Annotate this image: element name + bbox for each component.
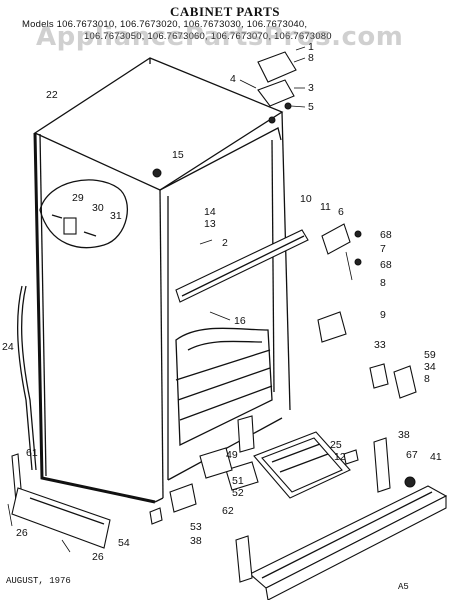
callout-6: 6 xyxy=(338,206,344,218)
callout-51: 51 xyxy=(232,475,244,487)
callout-68-a: 68 xyxy=(380,229,392,241)
callout-1: 1 xyxy=(308,41,314,53)
model-numbers-line-2: 106.7673050, 106.7673060, 106.7673070, 1… xyxy=(84,31,332,42)
callout-3: 3 xyxy=(308,82,314,94)
callout-38-b: 38 xyxy=(190,535,202,547)
callout-10: 10 xyxy=(300,193,312,205)
callout-68-b: 68 xyxy=(380,259,392,271)
callout-22: 22 xyxy=(46,89,58,101)
callout-labels: 1 8 4 3 5 22 15 29 30 31 14 13 10 11 6 6… xyxy=(2,41,442,563)
diagram-title: CABINET PARTS xyxy=(170,4,280,19)
callout-33: 33 xyxy=(374,339,386,351)
callout-15: 15 xyxy=(172,149,184,161)
model-numbers-line-1: Models 106.7673010, 106.7673020, 106.767… xyxy=(22,19,308,30)
cabinet-shell xyxy=(33,57,309,504)
callout-30: 30 xyxy=(92,202,104,214)
callout-13: 13 xyxy=(204,218,216,230)
callout-12: 12 xyxy=(334,451,346,463)
callout-41: 41 xyxy=(430,451,442,463)
callout-67: 67 xyxy=(406,449,418,461)
callout-62: 62 xyxy=(222,505,234,517)
callout-7: 7 xyxy=(380,243,386,255)
callout-11: 11 xyxy=(320,201,331,213)
callout-54: 54 xyxy=(118,537,130,549)
callout-49: 49 xyxy=(226,449,238,461)
callout-31: 31 xyxy=(110,210,122,222)
model-numbers: Models 106.7673010, 106.7673020, 106.767… xyxy=(22,19,442,43)
callout-26-b: 26 xyxy=(92,551,104,563)
callout-16: 16 xyxy=(234,315,246,327)
lower-parts xyxy=(7,415,448,600)
callout-8-b: 8 xyxy=(380,277,386,289)
page-code: A5 xyxy=(398,582,409,592)
revision-date: AUGUST, 1976 xyxy=(6,576,71,586)
top-hinge-parts xyxy=(239,46,306,110)
callout-59: 59 xyxy=(424,349,436,361)
callout-25: 25 xyxy=(330,439,342,451)
callout-14: 14 xyxy=(204,206,216,218)
callout-5: 5 xyxy=(308,101,314,113)
callout-52: 52 xyxy=(232,487,244,499)
callout-24: 24 xyxy=(2,341,14,353)
callout-29: 29 xyxy=(72,192,84,204)
callout-26-a: 26 xyxy=(16,527,28,539)
callout-2: 2 xyxy=(222,237,228,249)
callout-4: 4 xyxy=(230,73,236,85)
callout-38-a: 38 xyxy=(398,429,410,441)
right-side-parts xyxy=(199,223,417,399)
drain-tube xyxy=(16,285,37,471)
callout-8-c: 8 xyxy=(424,373,430,385)
callout-34: 34 xyxy=(424,361,436,373)
inset-detail xyxy=(39,179,128,249)
callout-8: 8 xyxy=(308,52,314,64)
callout-9: 9 xyxy=(380,309,386,321)
watermark: AppliancePartsPros.com xyxy=(36,22,404,52)
callout-53: 53 xyxy=(190,521,202,533)
callout-61: 61 xyxy=(26,447,38,459)
